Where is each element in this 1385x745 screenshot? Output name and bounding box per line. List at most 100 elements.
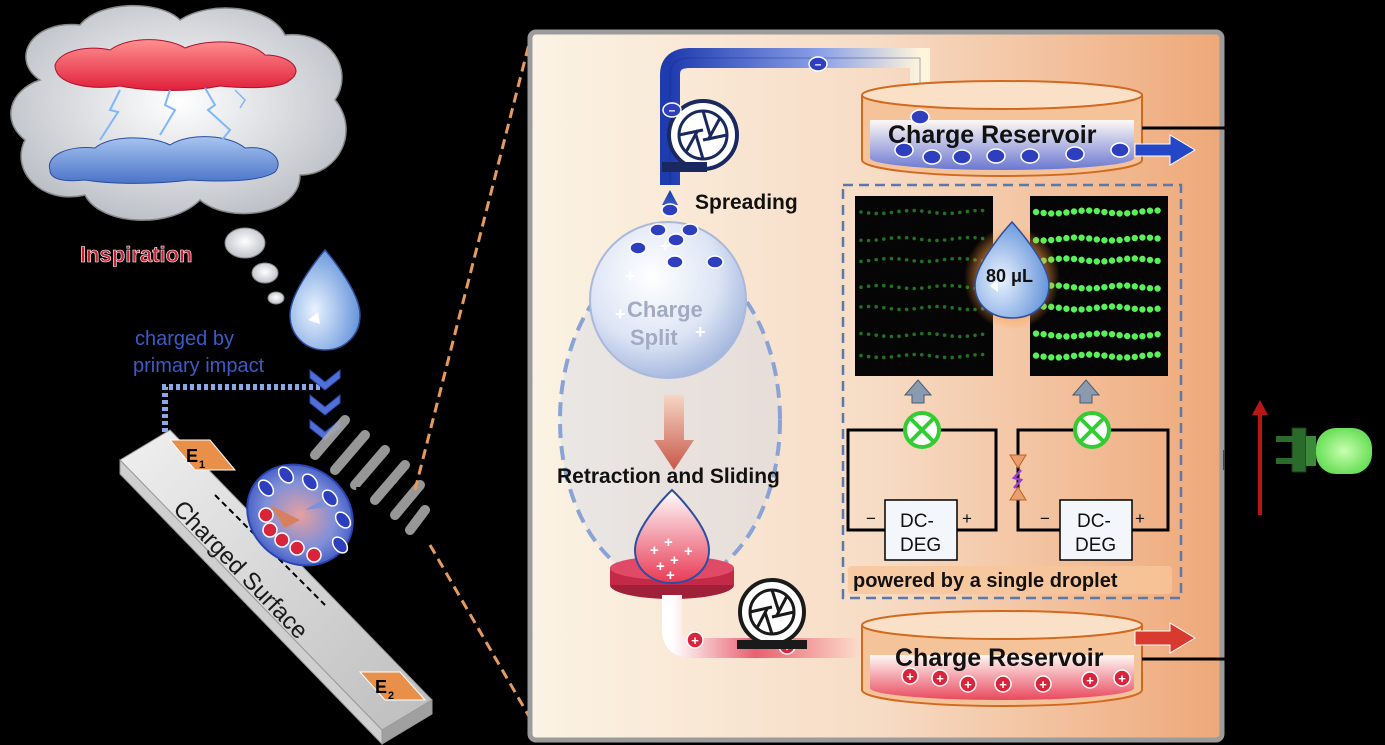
led-dot	[882, 237, 886, 241]
led-dot	[1078, 284, 1085, 292]
led-dot	[1055, 255, 1063, 262]
led-dot	[973, 235, 977, 240]
led-dot	[1086, 207, 1093, 214]
svg-text:+: +	[666, 567, 675, 584]
led-dot	[889, 210, 894, 215]
led-dot	[882, 355, 886, 360]
charged-by-label-line2: primary impact	[133, 355, 265, 377]
led-dot	[897, 354, 901, 358]
led-dot	[1086, 351, 1093, 358]
led-dot	[1139, 255, 1146, 263]
led-dot	[1108, 257, 1116, 264]
top-charge-tube	[660, 48, 930, 185]
led-dot	[1124, 332, 1131, 340]
svg-text:+: +	[1118, 671, 1126, 686]
led-dot	[1139, 234, 1146, 241]
led-dot	[958, 334, 962, 339]
led-dot	[980, 208, 985, 213]
led-dot	[1154, 331, 1161, 338]
led-dot	[1093, 258, 1101, 265]
led-dot	[1093, 236, 1101, 243]
led-dot	[1116, 354, 1123, 361]
led-dot	[866, 211, 871, 215]
led-dot	[1154, 257, 1161, 265]
led-dot	[1146, 285, 1154, 292]
led-dot	[897, 257, 901, 261]
led-dot	[866, 258, 871, 263]
led-dot	[920, 237, 924, 242]
led-dot	[1093, 304, 1101, 311]
led-dot	[1048, 331, 1055, 339]
led-dot	[950, 334, 954, 338]
svg-text:+: +	[684, 543, 693, 560]
electrode-e2-label: E	[375, 677, 387, 697]
led-dot	[1070, 234, 1078, 241]
svg-text:–: –	[815, 57, 822, 71]
circuit-left: DC- DEG − +	[846, 411, 998, 561]
thought-cloud	[10, 4, 347, 305]
led-dot	[958, 306, 962, 311]
led-dot	[904, 208, 909, 213]
sliding-droplet: +++ +++	[610, 488, 734, 599]
led-dot	[1055, 210, 1063, 217]
led-dot	[1032, 208, 1040, 216]
led-dot	[950, 256, 954, 261]
led-dot	[1154, 351, 1161, 358]
led-dot	[874, 283, 878, 288]
svg-text:+: +	[670, 552, 679, 569]
led-dot	[1108, 330, 1116, 338]
droplet-80ul-icon: 80 μL	[964, 220, 1060, 330]
led-dot	[935, 211, 939, 215]
led-dot	[889, 256, 894, 261]
led-dot	[1086, 235, 1093, 242]
led-dot	[927, 210, 932, 214]
led-dot	[1101, 352, 1108, 359]
led-dot	[859, 285, 863, 290]
led-dot	[1101, 330, 1108, 337]
led-dot	[935, 284, 939, 288]
svg-text:+: +	[691, 633, 699, 648]
led-dot	[866, 354, 871, 359]
led-dot	[874, 257, 878, 262]
led-dot	[1055, 354, 1063, 361]
led-dot	[942, 238, 947, 242]
led-dot	[1086, 331, 1093, 338]
led-dot	[1108, 237, 1116, 244]
led-dot	[1063, 305, 1070, 312]
led-dot	[1040, 330, 1047, 338]
led-dot	[874, 238, 878, 242]
led-dot	[927, 305, 932, 309]
led-dot	[889, 284, 894, 289]
led-dot	[874, 355, 878, 360]
led-dot	[935, 332, 939, 336]
led-dot	[927, 238, 932, 243]
led-dot	[1070, 306, 1078, 313]
bottom-reservoir-label: Charge Reservoir	[895, 644, 1104, 672]
led-dot	[920, 259, 924, 264]
svg-text:+: +	[656, 558, 665, 575]
led-dot	[859, 238, 863, 243]
led-dot	[1078, 256, 1085, 264]
circuit-right: DC- DEG − +	[1009, 411, 1170, 561]
led-dot	[866, 304, 871, 309]
led-dot	[1139, 352, 1146, 360]
led-dot	[1108, 353, 1116, 360]
led-dot	[1108, 282, 1116, 290]
led-dot	[1124, 210, 1131, 217]
led-dot	[889, 236, 894, 240]
electrode-e2	[358, 671, 427, 701]
led-dot	[965, 354, 970, 358]
led-dot	[859, 210, 863, 214]
led-dot	[889, 355, 894, 359]
led-dot	[958, 284, 962, 289]
led-lamp-icon	[1316, 428, 1372, 474]
led-dot	[1086, 285, 1093, 292]
led-dot	[1131, 353, 1139, 361]
led-dot	[1078, 234, 1085, 241]
led-dot	[920, 286, 924, 290]
led-dot	[1078, 306, 1085, 313]
led-dot	[1063, 283, 1070, 290]
svg-text:+: +	[906, 669, 914, 684]
led-dot	[1048, 354, 1055, 361]
deg-right-plus: +	[1135, 509, 1145, 528]
